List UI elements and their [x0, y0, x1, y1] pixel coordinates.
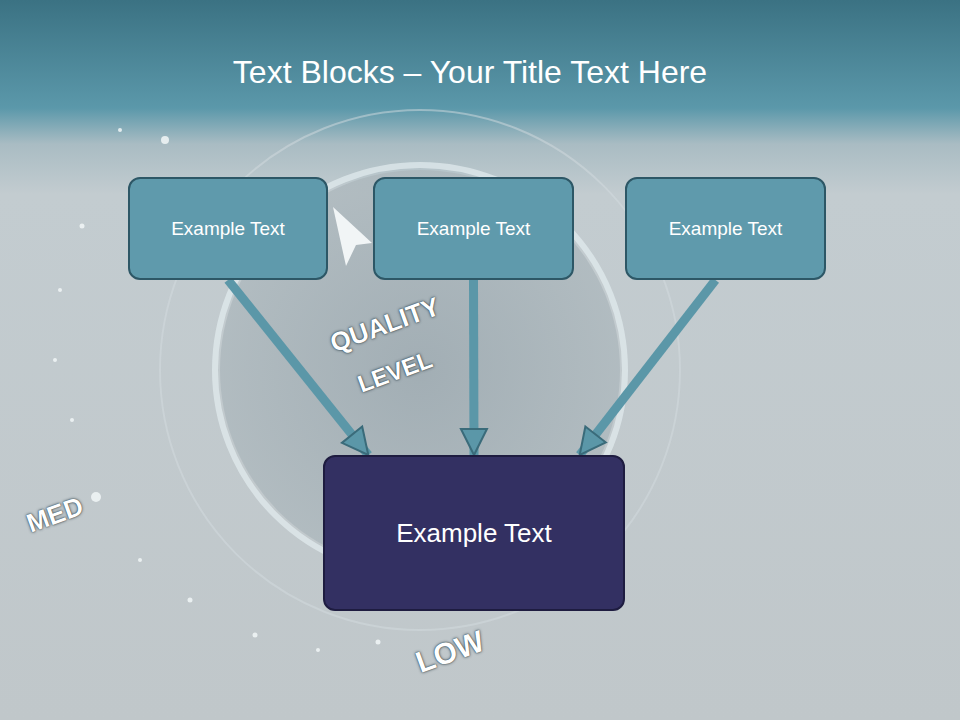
text-block: Example Text — [128, 177, 328, 280]
block-text: Example Text — [171, 218, 285, 240]
text-block: Example Text — [625, 177, 826, 280]
flow-arrow — [469, 280, 479, 455]
result-block: Example Text — [323, 455, 625, 611]
block-text: Example Text — [669, 218, 783, 240]
flow-arrow — [580, 280, 716, 455]
text-block: Example Text — [373, 177, 574, 280]
flow-arrow — [228, 280, 368, 455]
block-text: Example Text — [417, 218, 531, 240]
block-text: Example Text — [396, 518, 552, 549]
slide-title: Text Blocks – Your Title Text Here — [233, 54, 707, 91]
pointer-cursor — [333, 207, 372, 266]
